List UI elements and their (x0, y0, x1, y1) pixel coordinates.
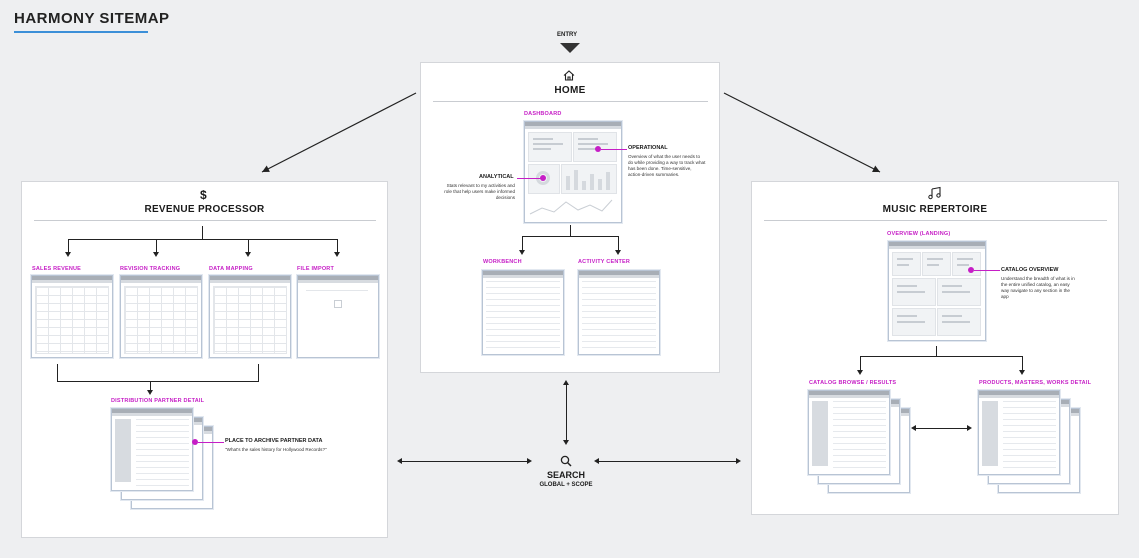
home-title: HOME (554, 85, 586, 96)
search-icon[interactable] (560, 455, 572, 467)
arrow-right-icon (527, 458, 532, 464)
arrow-down-icon (65, 252, 71, 257)
home-divider (433, 101, 708, 102)
revenue-tree-leg (68, 239, 69, 252)
partner-detail-title: PLACE TO ARCHIVE PARTNER DATA (225, 438, 323, 444)
revenue-merge-stem (150, 381, 151, 391)
arrow-down-icon (153, 252, 159, 257)
arrow-down-icon (334, 252, 340, 257)
revenue-tree-bar (68, 239, 338, 240)
arrow-down-icon (519, 250, 525, 255)
distribution-partner-detail-label[interactable]: DISTRIBUTION PARTNER DETAIL (111, 398, 205, 404)
page-title: HARMONY SITEMAP (14, 10, 170, 27)
overview-landing-label[interactable]: OVERVIEW (LANDING) (887, 231, 951, 237)
music-tree-leg (1022, 356, 1023, 370)
music-divider (764, 220, 1107, 221)
revision-tracking-thumbnail[interactable] (120, 275, 202, 358)
catalog-overview-marker (968, 267, 974, 273)
revenue-processor-panel: $ REVENUE PROCESSOR SALES REVENUE REVISI… (21, 181, 388, 538)
overview-landing-thumbnail[interactable] (888, 241, 986, 341)
partner-detail-desc: "What's the sales history for Hollywood … (225, 447, 327, 452)
home-tree-stem (570, 225, 571, 236)
revision-tracking-label[interactable]: REVISION TRACKING (120, 266, 181, 272)
home-search-connector (566, 384, 567, 440)
upload-icon (334, 300, 342, 308)
dollar-icon: $ (200, 188, 207, 202)
arrow-down-icon (1019, 370, 1025, 375)
catalog-browse-label[interactable]: CATALOG BROWSE / RESULTS (809, 380, 897, 386)
file-import-label[interactable]: FILE IMPORT (297, 266, 335, 272)
home-tree-bar (522, 236, 619, 237)
entry-arrow-icon (560, 43, 580, 53)
dashboard-thumbnail[interactable] (524, 121, 622, 223)
revenue-tree-leg (156, 239, 157, 252)
dashboard-label[interactable]: DASHBOARD (524, 111, 562, 117)
home-icon (563, 70, 575, 81)
revenue-divider (34, 220, 376, 221)
workbench-label[interactable]: WORKBENCH (483, 259, 522, 265)
catalog-overview-desc: Understand the breadth of what is in the… (1001, 276, 1075, 299)
revenue-search-connector (401, 461, 527, 462)
revenue-merge-leg (57, 364, 58, 381)
title-underline (14, 31, 148, 33)
arrow-down-icon (563, 440, 569, 445)
partner-detail-thumbnail[interactable] (111, 408, 193, 491)
revenue-tree-leg (337, 239, 338, 252)
analytical-leader (517, 178, 541, 179)
analytical-desc: Stats relevant to my activities and role… (444, 183, 515, 200)
partner-detail-marker (192, 439, 198, 445)
revenue-tree-leg (248, 239, 249, 252)
revenue-tree-stem (202, 226, 203, 239)
operational-title: OPERATIONAL (628, 145, 668, 151)
arrow-right-icon (967, 425, 972, 431)
arrow-left-icon (594, 458, 599, 464)
arrow-down-icon (245, 252, 251, 257)
operational-desc: Overview of what the user needs to do wh… (628, 154, 706, 177)
revenue-merge-leg (258, 364, 259, 381)
search-subtitle: GLOBAL + SCOPE (539, 482, 593, 488)
data-mapping-thumbnail[interactable] (209, 275, 291, 358)
music-tree-bar (860, 356, 1023, 357)
arrow-down-icon (147, 390, 153, 395)
partner-detail-leader (198, 442, 224, 443)
operational-marker (595, 146, 601, 152)
activity-center-thumbnail[interactable] (578, 270, 660, 355)
analytical-title: ANALYTICAL (479, 174, 514, 180)
music-tree-leg (860, 356, 861, 370)
file-import-thumbnail[interactable] (297, 275, 379, 358)
activity-center-label[interactable]: ACTIVITY CENTER (578, 259, 631, 265)
arrow-up-icon (563, 380, 569, 385)
home-panel: HOME DASHBOARD OPERATIONAL Overview of w… (420, 62, 720, 373)
revenue-title: REVENUE PROCESSOR (144, 204, 265, 215)
catalog-overview-leader (974, 270, 1000, 271)
arrow-right-icon (736, 458, 741, 464)
arrow-down-icon (615, 250, 621, 255)
arrow-left-icon (911, 425, 916, 431)
revenue-merge-bar (57, 381, 259, 382)
music-tree-stem (936, 346, 937, 356)
workbench-thumbnail[interactable] (482, 270, 564, 355)
entry-label: ENTRY (557, 32, 578, 38)
catalog-browse-thumbnail[interactable] (808, 390, 890, 475)
arrow-down-icon (857, 370, 863, 375)
products-masters-works-detail-label[interactable]: PRODUCTS, MASTERS, WORKS DETAIL (979, 380, 1092, 386)
operational-leader (601, 149, 627, 150)
music-note-icon (928, 186, 941, 200)
sales-revenue-thumbnail[interactable] (31, 275, 113, 358)
search-title[interactable]: SEARCH (546, 470, 585, 480)
arrow-left-icon (397, 458, 402, 464)
data-mapping-label[interactable]: DATA MAPPING (209, 266, 253, 272)
music-search-connector (598, 461, 736, 462)
products-detail-thumbnail[interactable] (978, 390, 1060, 475)
catalog-overview-title: CATALOG OVERVIEW (1001, 267, 1059, 273)
music-title: MUSIC REPERTOIRE (882, 204, 988, 215)
home-tree-leg-left (522, 236, 523, 250)
browse-detail-connector (915, 428, 968, 429)
analytical-marker (540, 175, 546, 181)
music-repertoire-panel: MUSIC REPERTOIRE OVERVIEW (LANDING) CATA… (751, 181, 1119, 515)
sales-revenue-label[interactable]: SALES REVENUE (32, 266, 82, 272)
home-tree-leg-right (618, 236, 619, 250)
